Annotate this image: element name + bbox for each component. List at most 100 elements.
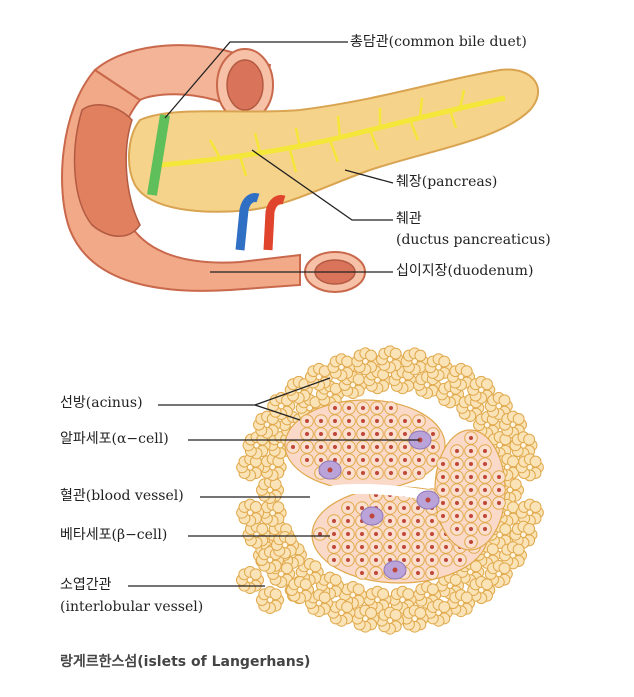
acinus-lumen	[253, 441, 260, 449]
leader-pancreatic-duct	[251, 149, 393, 221]
label-pancreas: 췌장(pancreas)	[396, 174, 498, 190]
acinus-lumen	[315, 599, 323, 607]
acinus-lumen	[520, 441, 527, 449]
acinus-lumen	[423, 591, 431, 599]
cell-nucleus	[416, 532, 420, 536]
cell-nucleus	[388, 519, 392, 523]
leader-common-bile-duct	[164, 41, 348, 119]
cell-nucleus	[375, 458, 379, 462]
cell-nucleus	[347, 471, 351, 475]
leader-pancreas	[344, 169, 394, 184]
acinus-cell	[498, 394, 511, 407]
acinus-lumen	[269, 509, 276, 517]
bottom-leader-lines	[128, 377, 420, 587]
cell-nucleus	[483, 475, 487, 479]
acinus-lumen	[399, 376, 406, 384]
acinus-lumen	[326, 391, 334, 398]
cell-nucleus	[430, 545, 434, 549]
cell-nucleus	[402, 545, 406, 549]
cell-nucleus	[374, 532, 378, 536]
acinus-lumen	[266, 556, 274, 564]
cell-nucleus	[305, 432, 309, 436]
cell-nucleus	[389, 445, 393, 449]
acinus-cell	[272, 501, 285, 514]
acinus-lumen	[495, 570, 503, 578]
acinus-cell	[512, 543, 525, 556]
cell-nucleus	[374, 571, 378, 575]
cell-nucleus	[374, 558, 378, 562]
acinus-lumen	[296, 586, 304, 594]
cell-nucleus	[497, 488, 501, 492]
cell-nucleus	[333, 432, 337, 436]
acinus-cell	[512, 413, 525, 425]
cell-nucleus	[441, 475, 445, 479]
label-acinus: 선방(acinus)	[60, 395, 143, 411]
label-alpha-cell: 알파세포(α−cell)	[60, 431, 169, 447]
acinus-lumen	[446, 391, 454, 398]
label-beta-cell: 베타세포(β−cell)	[60, 527, 168, 543]
cell-nucleus	[441, 501, 445, 505]
cell-nucleus	[389, 458, 393, 462]
acinus-cell	[460, 591, 473, 604]
cell-nucleus	[416, 558, 420, 562]
acinus-cell	[249, 501, 262, 513]
acinus-lumen	[306, 404, 314, 412]
acinus-lumen	[326, 582, 334, 589]
cell-nucleus	[483, 527, 487, 531]
cell-nucleus	[346, 506, 350, 510]
acinus-cell	[352, 583, 365, 596]
acinus-lumen	[496, 531, 503, 539]
cell-nucleus	[469, 501, 473, 505]
cell-nucleus	[441, 462, 445, 466]
acinus-lumen	[269, 463, 276, 471]
acinus-cell	[280, 562, 293, 575]
acinus-lumen	[466, 404, 474, 412]
acinus-lumen	[263, 421, 271, 429]
cell-nucleus	[388, 545, 392, 549]
cell-nucleus	[483, 501, 487, 505]
cell-nucleus	[497, 501, 501, 505]
cell-nucleus	[430, 558, 434, 562]
label-pancreatic-duct: 췌관	[396, 211, 422, 227]
acinus-cell	[449, 573, 462, 586]
acinus-cell	[341, 601, 354, 614]
acinus-lumen	[435, 363, 442, 371]
cell-nucleus	[375, 406, 379, 410]
cell-nucleus	[455, 501, 459, 505]
cell-nucleus	[402, 519, 406, 523]
cell-nucleus	[319, 445, 323, 449]
label-duodenum: 십이지장(duodenum)	[396, 263, 534, 279]
cell-nucleus	[469, 514, 473, 518]
cell-nucleus	[483, 514, 487, 518]
acinus-lumen	[483, 421, 491, 429]
acinus-lumen	[246, 576, 254, 584]
cell-nucleus	[375, 419, 379, 423]
acinus-cell	[523, 523, 536, 535]
cell-nucleus	[417, 471, 421, 475]
cell-nucleus	[347, 419, 351, 423]
cell-nucleus	[455, 462, 459, 466]
cell-nucleus	[430, 532, 434, 536]
acinus-cell	[309, 560, 322, 573]
cell-nucleus	[483, 488, 487, 492]
cell-nucleus	[469, 527, 473, 531]
cell-nucleus	[416, 571, 420, 575]
leader-acinus-b	[254, 404, 301, 421]
cell-nucleus	[469, 449, 473, 453]
acinus-cell	[269, 588, 282, 601]
cell-nucleus	[332, 558, 336, 562]
top-leader-lines	[164, 41, 394, 273]
acinus-cell	[498, 562, 511, 575]
acinus-lumen	[526, 509, 534, 517]
cell-nucleus	[455, 527, 459, 531]
cell-nucleus	[416, 519, 420, 523]
acinus-lumen	[349, 381, 357, 389]
cell-nucleus	[403, 419, 407, 423]
acinus-cell	[414, 349, 427, 362]
cell-nucleus	[318, 532, 322, 536]
cell-nucleus	[458, 558, 462, 562]
acinus-cell	[402, 588, 415, 601]
pancreas-organ	[128, 68, 540, 251]
